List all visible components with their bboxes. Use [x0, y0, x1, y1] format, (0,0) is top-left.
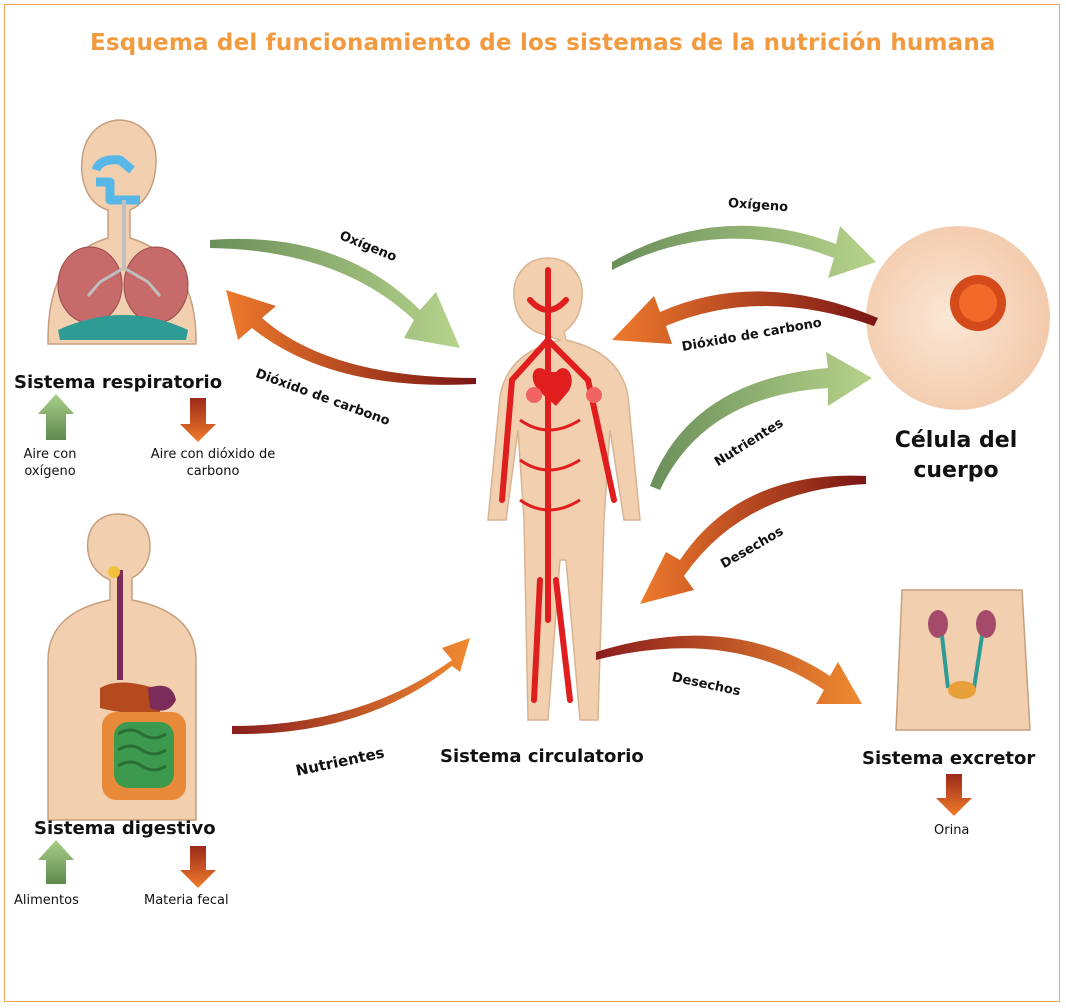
label-alimentos: Alimentos — [14, 893, 79, 908]
arrow-cell-to-circ-co2 — [612, 291, 878, 344]
label-sistema-digestivo: Sistema digestivo — [34, 818, 216, 839]
label-celula-line1: Célula del — [894, 428, 1018, 453]
arrow-resp-to-circ — [210, 238, 460, 348]
label-celula-del-cuerpo: Célula del cuerpo — [876, 426, 1036, 486]
excretory-figure — [895, 589, 1031, 731]
label-materia-fecal: Materia fecal — [144, 893, 229, 908]
label-aire-con-oxigeno: Aire con oxígeno — [23, 447, 77, 479]
digestive-figure — [47, 513, 197, 821]
exc-out-arrow — [936, 774, 972, 816]
arrow-dig-to-circ — [232, 638, 470, 735]
label-sistema-circulatorio: Sistema circulatorio — [440, 746, 644, 767]
circulatory-figure — [487, 257, 641, 721]
diagram-title: Esquema del funcionamiento de los sistem… — [90, 30, 996, 56]
label-sistema-excretor: Sistema excretor — [862, 748, 1036, 769]
arrow-circ-to-resp — [226, 290, 476, 385]
label-celula-line2: cuerpo — [913, 458, 999, 483]
arrow-cell-to-circ-waste — [640, 475, 866, 604]
label-aire-co2: Aire con dióxido de carbono — [150, 447, 276, 479]
dig-in-arrow — [38, 840, 74, 884]
resp-in-arrow — [38, 394, 74, 440]
label-sistema-respiratorio: Sistema respiratorio — [14, 372, 223, 393]
arrow-circ-to-cell-oxygen — [612, 225, 876, 278]
label-orina: Orina — [934, 823, 970, 838]
arrow-circ-to-exc — [596, 635, 862, 704]
arrow-circ-to-cell-nutrients — [650, 352, 872, 490]
dig-out-arrow — [180, 846, 216, 888]
cell-figure — [866, 226, 1050, 410]
respiratory-figure — [47, 119, 197, 345]
resp-out-arrow — [180, 398, 216, 442]
